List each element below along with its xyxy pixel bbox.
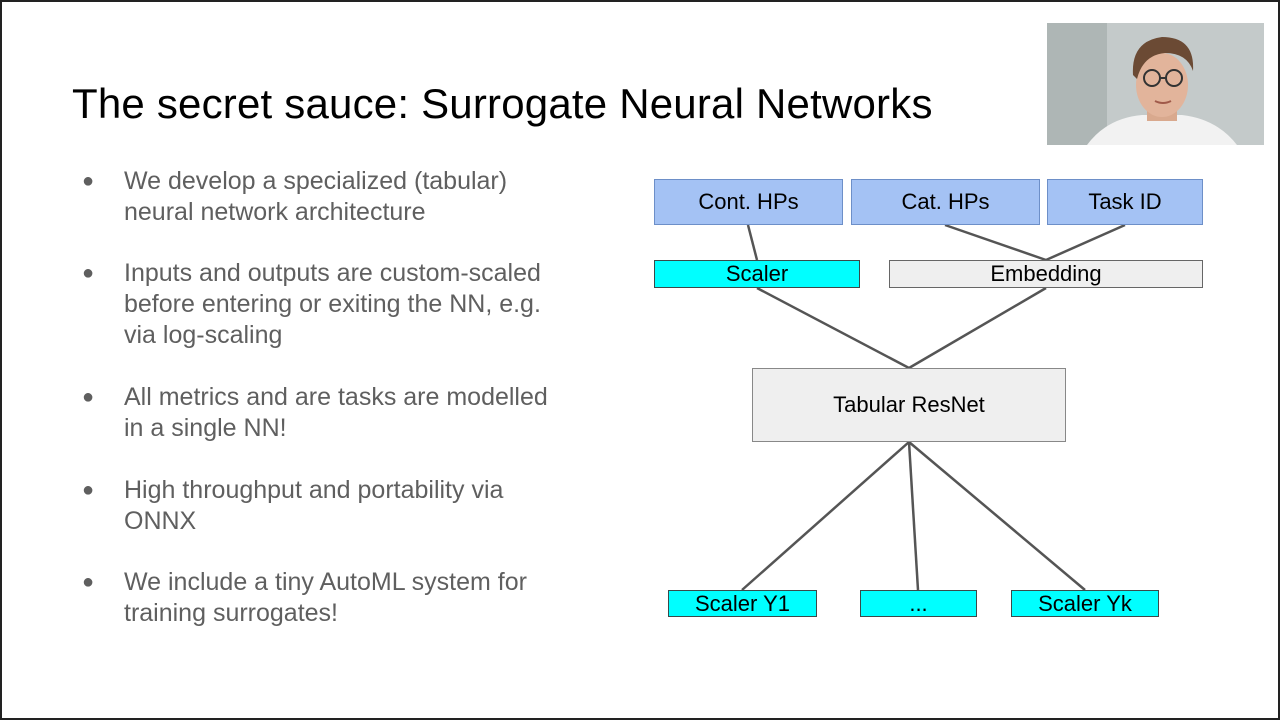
bullet-dot-icon: ● [81,386,95,408]
node-scaler: Scaler [654,260,860,288]
bullet-text: We develop a specialized (tabular) neura… [124,167,508,226]
bullet-dot-icon: ● [81,571,95,593]
bullet-text: All metrics and are tasks are modelled i… [124,383,548,442]
node-tabular-resnet: Tabular ResNet [752,368,1066,442]
node-cat-hps: Cat. HPs [851,179,1040,225]
edge-cat-to-embedding [944,223,1047,262]
node-scaler-yk: Scaler Yk [1011,590,1159,617]
slide-title: The secret sauce: Surrogate Neural Netwo… [72,80,933,127]
node-scaler-ellipsis: ... [860,590,977,617]
bullet-dot-icon: ● [81,262,95,284]
node-task-id: Task ID [1047,179,1203,225]
edge-cont-to-scaler [746,224,759,261]
edge-scaler-to-resnet [756,286,910,370]
edge-resnet-to-dots [907,441,920,591]
edge-task-to-embedding [1045,223,1126,262]
edge-resnet-to-yk [908,441,1086,591]
bullet-dot-icon: ● [81,170,95,192]
bullet-text: Inputs and outputs are custom-scaled bef… [124,259,541,349]
bullet-text: We include a tiny AutoML system for trai… [124,568,527,627]
edge-embedding-to-resnet [908,286,1047,370]
bullet-dot-icon: ● [81,479,95,501]
node-scaler-y1: Scaler Y1 [668,590,817,617]
node-embedding: Embedding [889,260,1203,288]
node-cont-hps: Cont. HPs [654,179,843,225]
edge-resnet-to-y1 [741,441,910,591]
bullet-text: High throughput and portability via ONNX [124,476,504,535]
presenter-webcam-icon [1047,23,1264,145]
